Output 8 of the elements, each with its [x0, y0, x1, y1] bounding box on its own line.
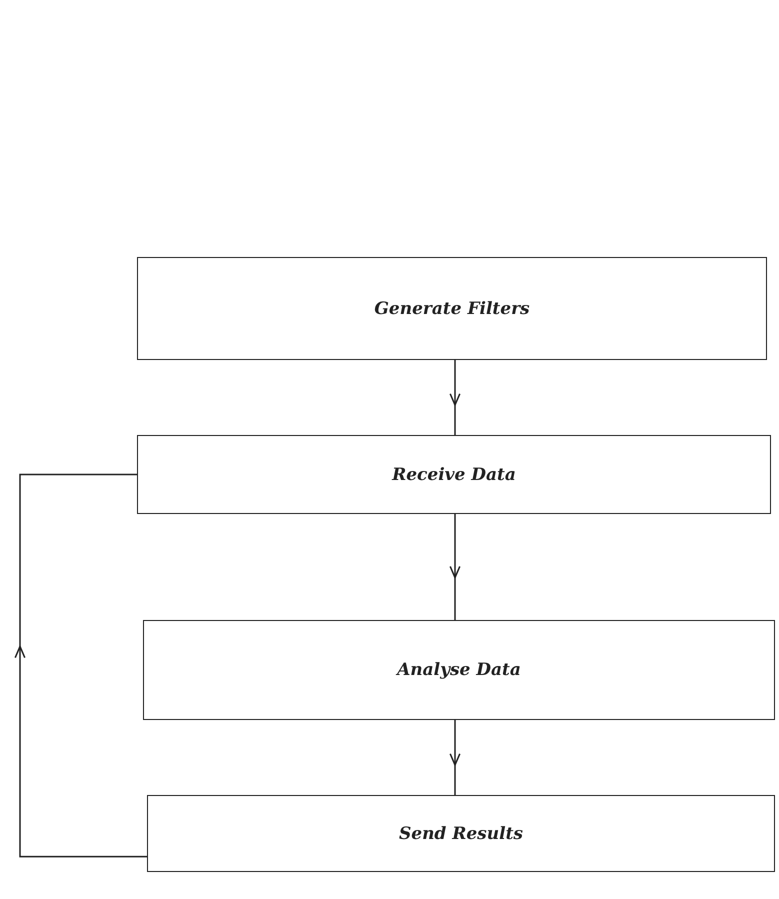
- box-label: Receive Data: [392, 464, 516, 484]
- process-box: [137, 435, 771, 514]
- process-box: [147, 795, 775, 872]
- process-box: [143, 620, 775, 720]
- box-label: Generate Filters: [374, 298, 530, 318]
- process-box: [137, 257, 767, 360]
- box-label: Analyse Data: [397, 660, 521, 680]
- box-label: Send Results: [398, 824, 523, 844]
